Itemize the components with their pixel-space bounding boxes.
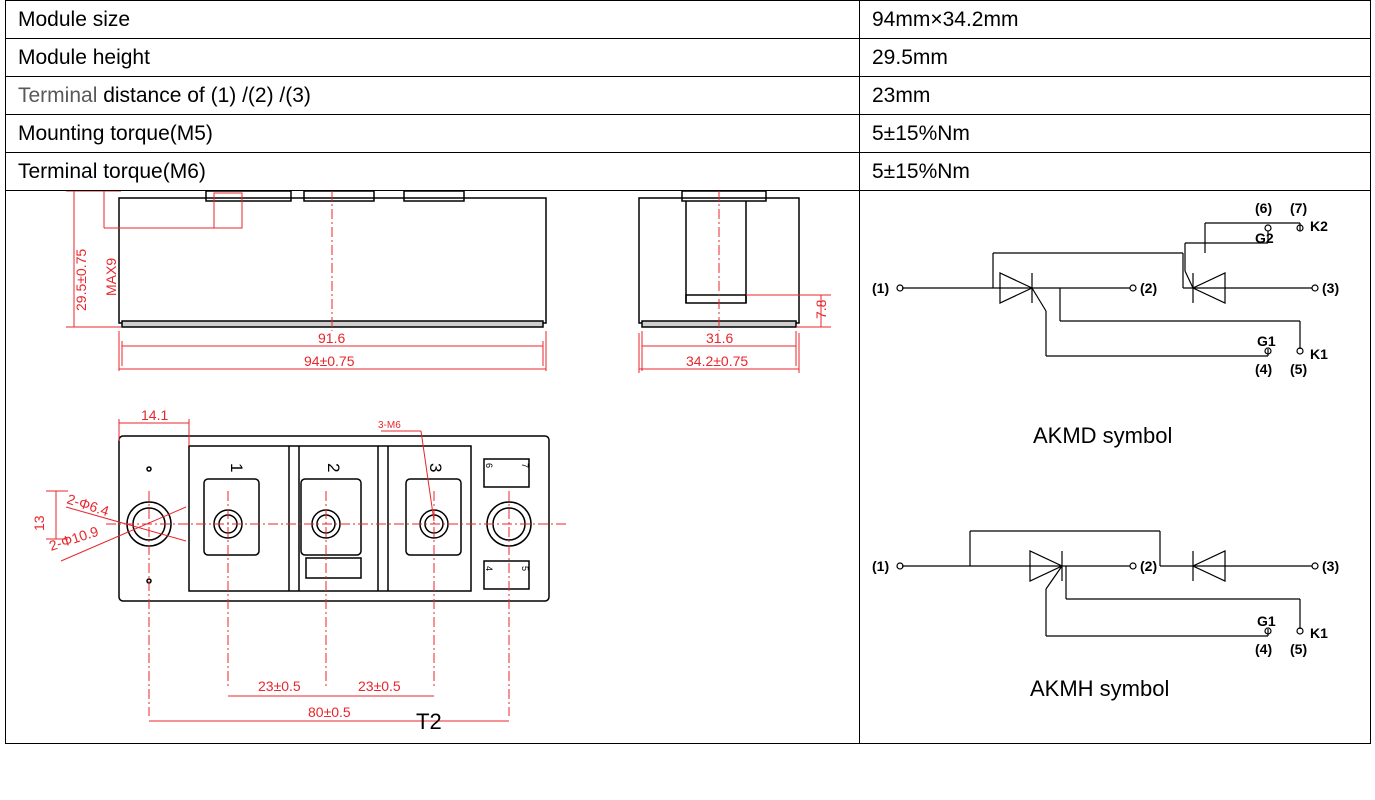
mechanical-drawing-cell: 29.5±0.75 MAX9 91.6 94±0.75 31.6 34.2±0.… — [5, 190, 860, 744]
mechanical-drawing: 29.5±0.75 MAX9 91.6 94±0.75 31.6 34.2±0.… — [31, 191, 831, 722]
spec-label: Module height — [5, 38, 860, 77]
akmd-g2: G2 — [1255, 230, 1274, 246]
akmh-pin-labels: (1) (2) (3) G1 K1 (4) (5) — [872, 558, 1339, 657]
figure-row: 29.5±0.75 MAX9 91.6 94±0.75 31.6 34.2±0.… — [5, 190, 1371, 744]
table-row: Module height 29.5mm — [5, 38, 1371, 77]
akmd-k1: K1 — [1310, 346, 1328, 362]
spec-sheet: Module size 94mm×34.2mm Module height 29… — [5, 0, 1371, 800]
max-dim: MAX9 — [103, 258, 119, 296]
outer-width-dim: 94±0.75 — [304, 353, 355, 369]
akmd-pin-labels: (1) (2) (3) (6) (7) G2 K2 G1 K1 (4) (5) — [872, 200, 1339, 377]
akmh-g1: G1 — [1257, 613, 1276, 629]
table-row: Terminal distance of (1) /(2) /(3) 23mm — [5, 76, 1371, 115]
akmd-pin-7: (7) — [1290, 200, 1307, 216]
table-row: Module size 94mm×34.2mm — [5, 0, 1371, 39]
drawing-caption: T2 — [416, 709, 442, 734]
terminal-2-label: 2 — [324, 463, 343, 472]
akmh-symbol — [896, 530, 1319, 637]
akmh-pin-4: (4) — [1255, 641, 1272, 657]
top-view — [118, 435, 550, 602]
center-lines — [106, 191, 720, 716]
inner-width-dim: 91.6 — [318, 330, 345, 346]
table-row: Mounting torque(M5) 5±15%Nm — [5, 114, 1371, 153]
terminal-1-label: 1 — [227, 463, 246, 472]
aux-4-label: 4 — [484, 566, 494, 571]
circuit-symbols: (1) (2) (3) (6) (7) G2 K2 G1 K1 (4) (5) — [872, 200, 1339, 657]
akmd-symbol — [896, 222, 1319, 357]
spec-label: Mounting torque(M5) — [5, 114, 860, 153]
height-dim: 29.5±0.75 — [73, 249, 89, 311]
side-height-dim: 7.8 — [813, 299, 829, 319]
edge-dim: 14.1 — [141, 407, 168, 423]
thirteen-dim: 13 — [31, 515, 47, 531]
spec-table: Module size 94mm×34.2mm Module height 29… — [5, 0, 1371, 744]
spec-label-prefix: Terminal — [18, 83, 98, 107]
aux-6-label: 6 — [484, 463, 494, 468]
spec-value: 23mm — [859, 76, 1371, 115]
side-outer-width-dim: 34.2±0.75 — [686, 353, 748, 369]
akmh-k1: K1 — [1310, 625, 1328, 641]
dimension-lines — [46, 191, 831, 722]
mount-pitch-dim: 80±0.5 — [308, 704, 351, 720]
pitch-right-dim: 23±0.5 — [358, 678, 401, 694]
akmd-pin-2: (2) — [1140, 280, 1157, 296]
spec-label: distance of (1) /(2) /(3) — [97, 83, 311, 107]
spec-value: 5±15%Nm — [859, 152, 1371, 191]
symbol-cell: (1) (2) (3) (6) (7) G2 K2 G1 K1 (4) (5) — [859, 190, 1371, 744]
akmh-caption: AKMH symbol — [1030, 676, 1170, 701]
akmd-pin-4: (4) — [1255, 361, 1272, 377]
akmd-caption: AKMD symbol — [1033, 423, 1173, 448]
spec-label-cell: Terminal distance of (1) /(2) /(3) — [5, 76, 860, 115]
akmd-pin-5: (5) — [1290, 361, 1307, 377]
akmh-pin-1: (1) — [872, 558, 889, 574]
pitch-left-dim: 23±0.5 — [258, 678, 301, 694]
spec-value: 29.5mm — [859, 38, 1371, 77]
akmd-k2: K2 — [1310, 218, 1328, 234]
spec-label: Terminal torque(M6) — [5, 152, 860, 191]
akmd-pin-3: (3) — [1322, 280, 1339, 296]
table-row: Terminal torque(M6) 5±15%Nm — [5, 152, 1371, 191]
dimension-labels: 29.5±0.75 MAX9 91.6 94±0.75 31.6 34.2±0.… — [31, 249, 829, 720]
aux-5-label: 5 — [520, 566, 530, 571]
akmd-g1: G1 — [1257, 333, 1276, 349]
akmh-pin-3: (3) — [1322, 558, 1339, 574]
spec-label: Module size — [5, 0, 860, 39]
thread-label: 3-M6 — [378, 420, 401, 431]
hole-small-dim: 2-Φ6.4 — [65, 491, 111, 520]
akmd-pin-1: (1) — [872, 280, 889, 296]
terminal-labels: 1 2 3 6 7 4 5 — [227, 463, 530, 571]
akmh-pin-2: (2) — [1140, 558, 1157, 574]
spec-value: 5±15%Nm — [859, 114, 1371, 153]
akmd-pin-6: (6) — [1255, 200, 1272, 216]
terminal-3-label: 3 — [426, 463, 445, 472]
hole-large-dim: 2-Φ10.9 — [47, 523, 101, 554]
side-inner-width-dim: 31.6 — [706, 330, 733, 346]
spec-value: 94mm×34.2mm — [859, 0, 1371, 39]
akmh-pin-5: (5) — [1290, 641, 1307, 657]
aux-7-label: 7 — [520, 463, 530, 468]
